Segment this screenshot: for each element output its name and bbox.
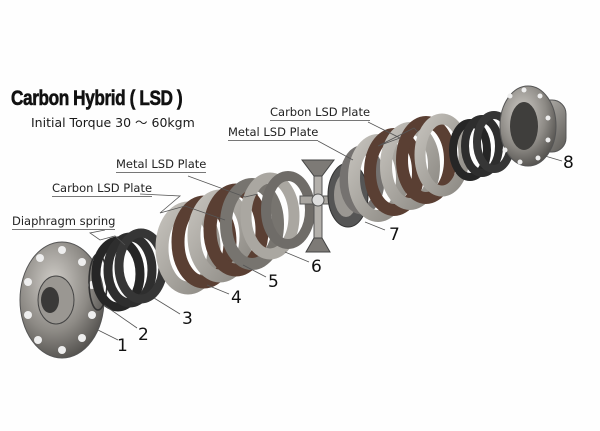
right-plate-stack xyxy=(348,113,470,222)
leader-carbon-right xyxy=(367,121,419,147)
leader-2 xyxy=(103,304,138,329)
part-8-case-cover xyxy=(499,85,567,167)
label-metal-lsd-plate-left: Metal LSD Plate xyxy=(116,157,207,173)
leader-3 xyxy=(153,297,181,315)
leader-4 xyxy=(206,284,230,295)
part-1-case-flange xyxy=(19,241,105,359)
label-diaphragm-spring: Diaphragm spring xyxy=(12,214,116,230)
label-metal-lsd-plate-right: Metal LSD Plate xyxy=(228,125,319,141)
diagram-subtitle: Initial Torque 30 ～ 60kgm xyxy=(31,115,195,130)
part-6-cam-and-pinions xyxy=(261,159,341,253)
part-number-1: 1 xyxy=(117,336,128,356)
leader-8 xyxy=(544,155,563,162)
leader-diaphragm xyxy=(89,229,126,246)
part-number-6: 6 xyxy=(311,257,322,277)
leader-1 xyxy=(97,329,119,341)
leader-5 xyxy=(242,264,267,278)
leader-lines xyxy=(89,121,563,341)
part-number-4: 4 xyxy=(231,288,242,308)
leader-6 xyxy=(284,251,310,263)
part-number-8: 8 xyxy=(563,153,574,173)
diagram-title: Carbon Hybrid ( LSD ) xyxy=(11,87,183,111)
leader-metal-left xyxy=(187,175,259,198)
leader-7 xyxy=(364,221,386,231)
part-number-3: 3 xyxy=(182,309,193,329)
label-carbon-lsd-plate-right: Carbon LSD Plate xyxy=(270,105,371,121)
right-diaphragm-springs xyxy=(449,111,515,181)
part-number-5: 5 xyxy=(268,272,279,292)
part-number-2: 2 xyxy=(138,325,149,345)
part-4-5-left-plate-stack xyxy=(155,172,300,295)
part-3-diaphragm-springs xyxy=(91,228,168,312)
part-number-7: 7 xyxy=(389,225,400,245)
leader-carbon-left xyxy=(139,193,226,221)
leader-metal-right xyxy=(317,140,354,161)
label-carbon-lsd-plate-left: Carbon LSD Plate xyxy=(52,181,153,197)
